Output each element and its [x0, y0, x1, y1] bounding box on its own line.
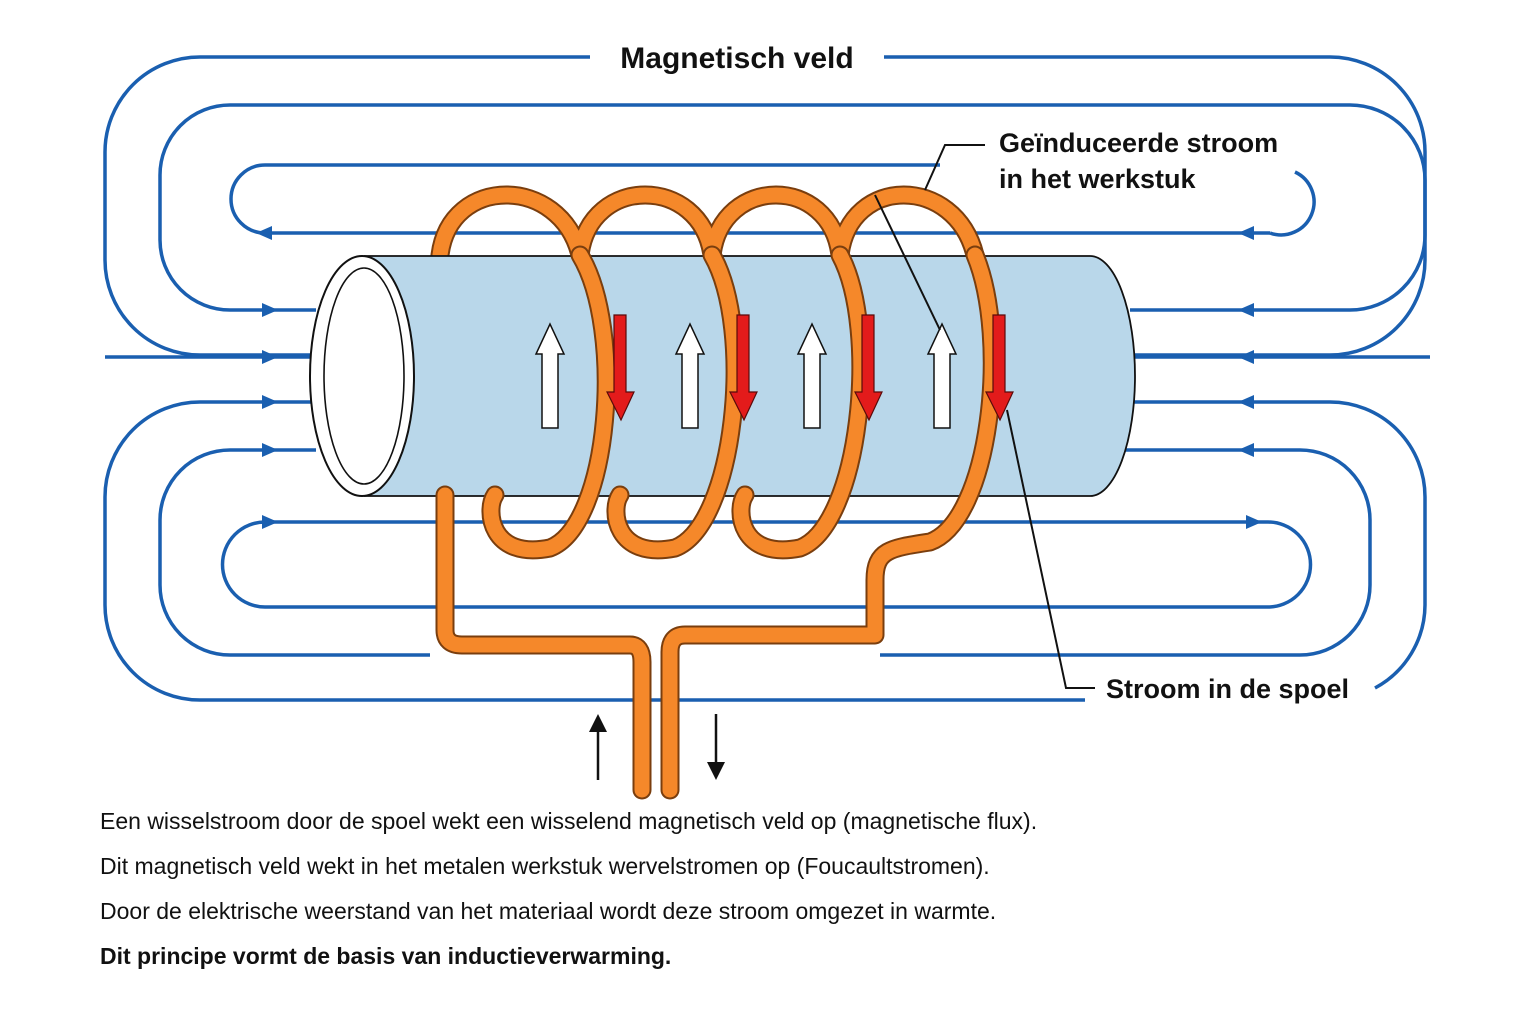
caption-block: Een wisselstroom door de spoel wekt een …	[100, 806, 1480, 986]
field-line-2-bottom	[103, 400, 1085, 702]
leader-coil-current	[1006, 409, 1095, 689]
induced-arrow-4	[926, 322, 958, 429]
coil-turn-3	[733, 247, 869, 558]
leader-induced-current-inner	[874, 194, 941, 331]
coil-current-arrow-4	[985, 314, 1014, 422]
caption-line: Een wisselstroom door de spoel wekt een …	[100, 808, 1038, 834]
coil-current-arrow-1	[606, 314, 635, 422]
magnetic-field-lines	[103, 55, 1430, 702]
induced-current-label-line2: in het werkstuk	[999, 164, 1197, 194]
field-line-2-bottom-right	[1120, 400, 1427, 690]
field-line-4-bottom	[220, 520, 1313, 609]
induced-arrow-1	[534, 322, 566, 429]
induced-arrow-3	[796, 322, 828, 429]
arrow-down-icon	[707, 762, 725, 780]
field-line-outer-top	[103, 55, 590, 357]
coil-current-arrow-2	[729, 314, 758, 422]
field-line-3-bottom	[158, 448, 430, 657]
field-line-3-bottom-right	[880, 448, 1372, 657]
coil-current-arrow-3	[854, 314, 883, 422]
induced-current-arrows	[534, 322, 958, 429]
coil-turn-1	[483, 247, 614, 558]
coil-current-label: Stroom in de spoel	[1106, 674, 1349, 704]
magnetic-field-label: Magnetisch veld	[620, 42, 853, 75]
field-line-3-top-right	[1269, 170, 1316, 237]
induced-arrow-2	[674, 322, 706, 429]
workpiece-cylinder	[309, 255, 1136, 497]
coil-current-arrows	[606, 314, 1014, 422]
arrow-up-icon	[589, 714, 607, 732]
workpiece-bore	[323, 267, 405, 485]
field-line-3-top	[229, 163, 940, 235]
induced-current-label-line1: Geïnduceerde stroom	[999, 128, 1278, 158]
caption-line: Dit magnetisch veld wekt in het metalen …	[100, 853, 990, 879]
workpiece-body	[364, 255, 1136, 497]
conclusion-line: Dit principe vormt de basis van inductie…	[100, 943, 672, 969]
coil-front	[435, 245, 1002, 800]
coil-back	[430, 185, 985, 265]
leader-induced-current	[924, 144, 985, 191]
coil-supply-lead	[437, 487, 650, 798]
field-line-2-top	[158, 103, 1427, 312]
leader-lines	[874, 144, 1095, 689]
coil-turn-2	[608, 247, 743, 558]
coil-turn-4-and-return-lead	[662, 247, 1000, 798]
lead-current-arrows	[589, 714, 725, 780]
caption-line: Door de elektrische weerstand van het ma…	[100, 898, 997, 924]
field-arrowheads	[256, 226, 1262, 529]
